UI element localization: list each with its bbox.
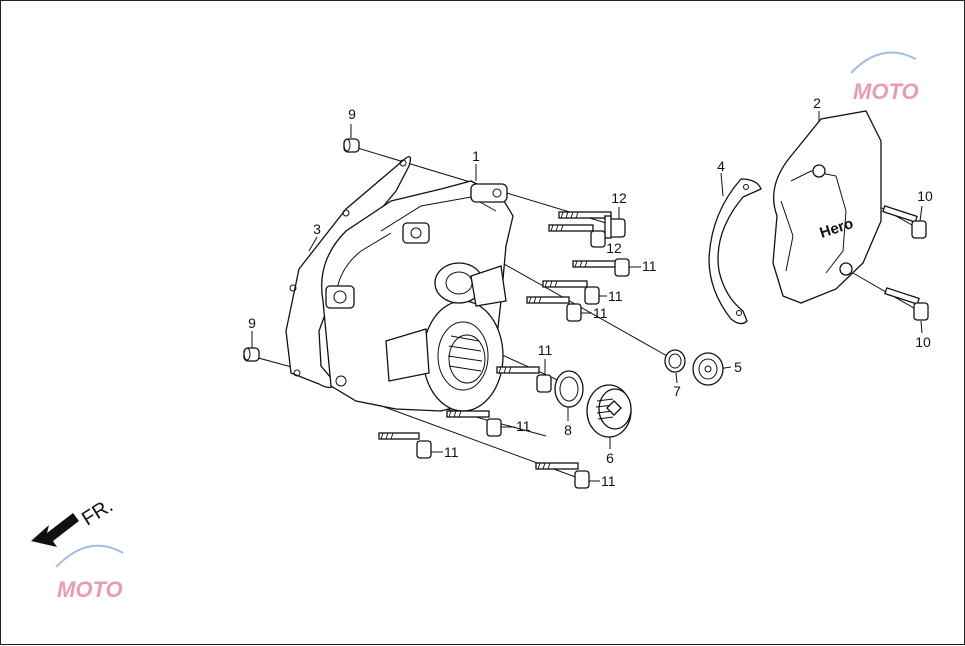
callout-labels: 1 2 3 4 5 6 7 8 9 9 10 10 11 11 11 11 11… bbox=[248, 95, 933, 489]
plug-cap-large bbox=[586, 384, 632, 438]
o-ring-large bbox=[554, 370, 584, 408]
bolt-10-lower bbox=[884, 287, 929, 321]
bolt-11-e bbox=[446, 410, 502, 437]
callout-connectors bbox=[431, 205, 923, 482]
dowel-pin-lower bbox=[243, 347, 260, 362]
callout-11-c: 11 bbox=[593, 305, 608, 321]
callout-11-a: 11 bbox=[642, 258, 657, 274]
bolt-11-f bbox=[378, 432, 432, 459]
callout-12-lower: 12 bbox=[606, 240, 622, 256]
callout-9-upper: 9 bbox=[348, 106, 356, 122]
front-direction-label: FR. bbox=[78, 495, 117, 531]
watermark-logo-bottom: MOTO bbox=[55, 544, 124, 602]
bolt-11-d bbox=[496, 366, 552, 393]
callout-6: 6 bbox=[606, 450, 614, 466]
bolt-12-lower bbox=[548, 224, 606, 248]
left-crankcase-cover bbox=[321, 180, 514, 412]
callout-11-f: 11 bbox=[444, 444, 459, 460]
callout-12-upper: 12 bbox=[611, 190, 627, 206]
bolt-11-b bbox=[542, 280, 600, 305]
callout-11-b: 11 bbox=[608, 288, 623, 304]
dowel-pin-upper bbox=[343, 138, 360, 153]
bolt-11-a bbox=[572, 258, 630, 277]
callout-10-lower: 10 bbox=[915, 334, 931, 350]
callout-9-lower: 9 bbox=[248, 315, 256, 331]
plug-cap-small bbox=[692, 352, 724, 386]
bolt-12-upper bbox=[558, 211, 626, 239]
callout-4: 4 bbox=[717, 158, 725, 174]
callout-2: 2 bbox=[813, 95, 821, 111]
bolt-10-upper bbox=[882, 205, 927, 239]
callout-8: 8 bbox=[564, 422, 572, 438]
watermark-logo-top: MOTO bbox=[850, 51, 919, 104]
sprocket-cover: Hero bbox=[772, 110, 882, 304]
callout-7: 7 bbox=[673, 383, 681, 399]
watermark-text: MOTO bbox=[853, 79, 919, 104]
o-ring-small bbox=[664, 349, 686, 373]
watermark-text: MOTO bbox=[57, 577, 123, 602]
callout-11-e: 11 bbox=[516, 418, 531, 434]
bolt-11-g bbox=[535, 462, 590, 489]
cover-bracket bbox=[708, 178, 762, 325]
callout-10-upper: 10 bbox=[917, 188, 933, 204]
callout-3: 3 bbox=[313, 221, 321, 237]
front-direction-arrow: FR. bbox=[31, 495, 117, 547]
callout-11-d: 11 bbox=[538, 342, 553, 358]
callout-11-g: 11 bbox=[601, 473, 616, 489]
callout-1: 1 bbox=[472, 148, 480, 164]
callout-5: 5 bbox=[734, 359, 742, 375]
bolt-11-c bbox=[526, 296, 582, 322]
